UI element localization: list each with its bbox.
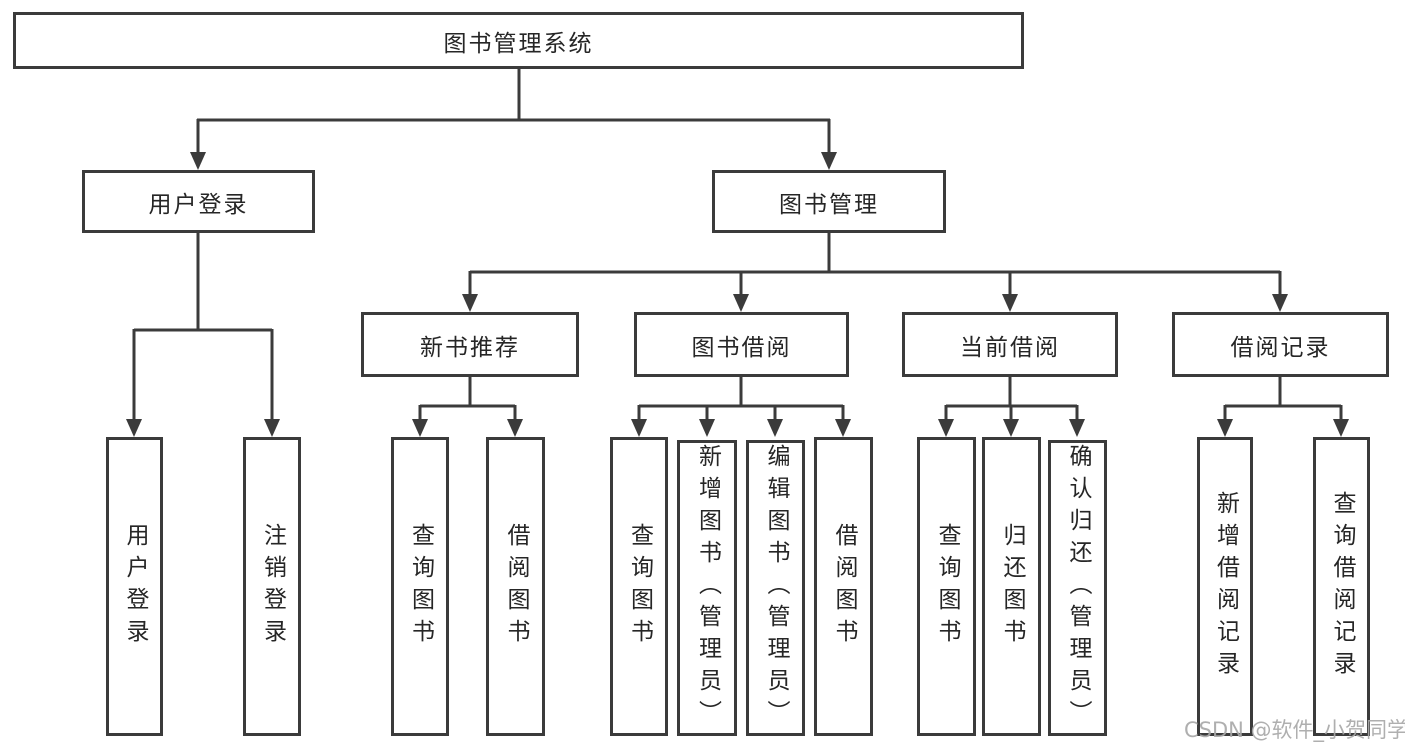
node-current-borrowing: 当前借阅 — [902, 312, 1118, 377]
node-user-login: 用户登录 — [82, 170, 315, 233]
node-leaf-confirm-return-admin: 确认归还（管理员） — [1048, 440, 1107, 736]
node-label: 用户登录 — [122, 522, 148, 651]
node-leaf-add-borrow-record: 新增借阅记录 — [1197, 437, 1253, 736]
node-label: 确认归还（管理员） — [1065, 444, 1091, 732]
node-book-borrowing: 图书借阅 — [634, 312, 849, 377]
node-label: 用户登录 — [148, 191, 249, 218]
connector-borrowing-records-to-leaves — [1217, 377, 1349, 437]
node-label: 借阅记录 — [1230, 334, 1331, 361]
node-library-management-system: 图书管理系统 — [13, 12, 1024, 69]
connector-current-borrowing-to-leaves — [938, 377, 1085, 437]
node-label: 查询图书 — [934, 522, 960, 651]
node-label: 借阅图书 — [831, 522, 857, 651]
connector-new-book-recommendation-to-leaves — [412, 377, 523, 437]
watermark: CSDN @软件_小贺同学 — [1184, 718, 1405, 742]
connector-root-to-level1 — [190, 68, 837, 170]
node-label: 归还图书 — [999, 522, 1025, 651]
node-label: 图书管理系统 — [443, 30, 594, 57]
node-label: 注销登录 — [259, 522, 286, 651]
node-label: 借阅图书 — [503, 522, 529, 651]
node-book-management: 图书管理 — [712, 170, 946, 233]
node-label: 图书管理 — [779, 191, 879, 218]
node-leaf-query-books-borrowing: 查询图书 — [610, 437, 668, 736]
node-label: 图书借阅 — [691, 334, 792, 361]
node-leaf-query-books-recommend: 查询图书 — [391, 437, 449, 736]
node-leaf-edit-book-admin: 编辑图书（管理员） — [746, 440, 805, 736]
node-leaf-logout: 注销登录 — [243, 437, 301, 736]
node-leaf-query-borrow-record: 查询借阅记录 — [1313, 437, 1370, 736]
node-borrowing-records: 借阅记录 — [1172, 312, 1389, 377]
node-leaf-return-books: 归还图书 — [982, 437, 1041, 736]
node-leaf-query-books-current: 查询图书 — [917, 437, 976, 736]
node-label: 当前借阅 — [960, 334, 1060, 361]
node-leaf-borrow-books-borrowing: 借阅图书 — [814, 437, 873, 736]
node-leaf-borrow-books-recommend: 借阅图书 — [486, 437, 545, 736]
node-label: 新增图书（管理员） — [694, 444, 721, 732]
node-label: 新增借阅记录 — [1212, 490, 1239, 683]
node-label: 查询借阅记录 — [1329, 490, 1355, 683]
node-label: 查询图书 — [407, 522, 434, 651]
node-label: 查询图书 — [626, 522, 653, 651]
node-leaf-user-login: 用户登录 — [106, 437, 163, 736]
connector-user-login-to-leaves — [126, 233, 280, 437]
connector-book-borrowing-to-leaves — [631, 377, 851, 437]
node-label: 编辑图书（管理员） — [763, 444, 789, 732]
node-label: 新书推荐 — [420, 334, 520, 361]
node-leaf-add-book-admin: 新增图书（管理员） — [677, 440, 737, 736]
connector-book-management-to-level2 — [462, 233, 1288, 312]
node-new-book-recommendation: 新书推荐 — [361, 312, 579, 377]
